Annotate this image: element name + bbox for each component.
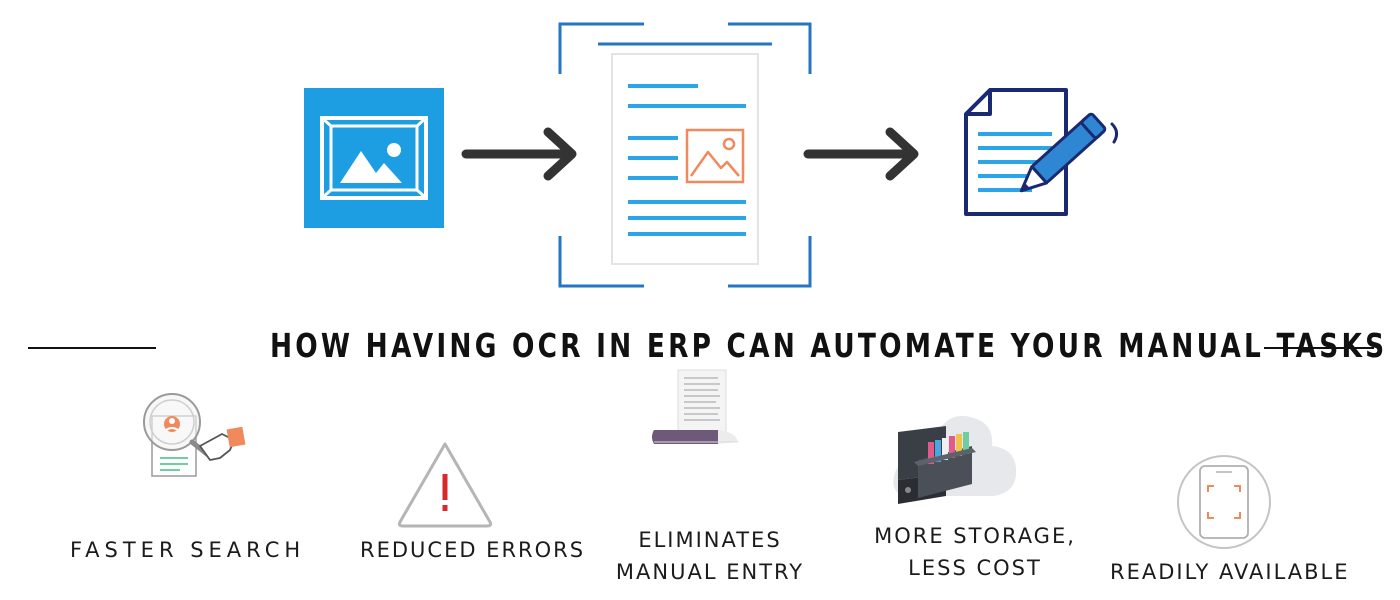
benefit-label-readily-available: READILY AVAILABLE [1110,560,1350,584]
warning-triangle-icon [397,442,493,528]
document-edit-icon [964,88,1119,216]
phone-scan-icon [1177,455,1271,549]
benefit-label-faster-search: FASTER SEARCH [70,538,306,562]
divider-right [1264,347,1374,349]
title-row: HOW HAVING OCR IN ERP CAN AUTOMATE YOUR … [0,322,1400,374]
benefit-label-eliminates-manual-entry: ELIMINATES MANUAL ENTRY [615,528,805,584]
divider-left [28,347,156,349]
arrow-right-icon [803,127,919,181]
paper-stack-icon [652,369,738,444]
benefit-label-reduced-errors: REDUCED ERRORS [360,538,586,562]
benefit-label-more-storage: MORE STORAGE, LESS COST [874,524,1076,580]
scanned-document-icon [558,22,812,288]
arrow-right-icon [461,127,577,181]
image-icon [304,88,444,228]
page-title: HOW HAVING OCR IN ERP CAN AUTOMATE YOUR … [270,326,1388,365]
cloud-file-drawer-icon [893,415,1017,504]
magnifier-search-icon [143,393,246,477]
